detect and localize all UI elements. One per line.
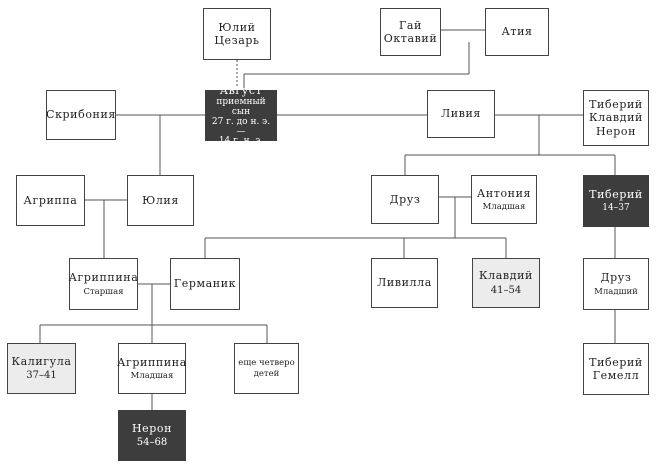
person-name: Атия (501, 25, 533, 39)
person-tiberius: Тиберий 14–37 (583, 175, 649, 227)
person-agrippina-elder: Агриппина Старшая (69, 258, 138, 310)
person-note: Младший (594, 286, 638, 297)
person-name: Агриппа (23, 193, 78, 207)
person-name: Германик (173, 277, 237, 291)
person-nero: Нерон 54–68 (118, 410, 186, 461)
person-drusus-younger: Друз Младший (583, 258, 649, 310)
person-name: Ливилла (377, 276, 432, 290)
person-augustus: Август приемный сын 27 г. до н. э. — 14 … (205, 84, 277, 146)
person-name: Гай Октавий (383, 18, 438, 45)
person-four-more-children: еще четверо детей (234, 343, 299, 394)
person-note: приемный сын 27 г. до н. э. — 14 г. н. э… (211, 96, 271, 147)
person-name: Друз (389, 192, 421, 206)
person-agrippa: Агриппа (16, 175, 85, 226)
person-reign: 37–41 (26, 370, 57, 382)
person-name: Юлий Цезарь (214, 20, 260, 47)
person-antonia-minor: Антония Младшая (471, 175, 537, 224)
person-name: Антония (476, 186, 532, 200)
person-name: Ливия (441, 107, 481, 121)
person-name: Юлия (142, 193, 179, 207)
person-name: Скрибония (46, 108, 116, 122)
person-atia: Атия (485, 8, 549, 56)
person-julia: Юлия (127, 175, 194, 226)
person-reign: 14–37 (602, 203, 630, 214)
person-name: Агриппина (117, 355, 187, 369)
person-name: Тиберий (589, 188, 643, 201)
person-name: Нерон (131, 421, 173, 435)
person-reign: 41–54 (490, 284, 522, 296)
person-name: Тиберий Гемелл (589, 355, 643, 382)
person-note: Младшая (482, 202, 526, 212)
person-drusus: Друз (371, 175, 439, 224)
person-claudius: Клавдий 41–54 (472, 258, 540, 308)
person-tiberius-claudius-nero: Тиберий Клавдий Нерон (583, 90, 649, 146)
person-gaius-octavius: Гай Октавий (380, 8, 441, 56)
person-julius-caesar: Юлий Цезарь (203, 8, 271, 60)
person-note: еще четверо детей (238, 358, 295, 379)
person-note: Старшая (83, 286, 124, 297)
person-name: Август (219, 83, 263, 97)
person-note: Младшая (130, 371, 174, 381)
person-scribonia: Скрибония (46, 90, 116, 140)
person-name: Тиберий Клавдий Нерон (589, 98, 643, 138)
person-germanicus: Германик (170, 258, 240, 310)
person-name: Калигула (11, 354, 72, 368)
person-livilla: Ливилла (371, 258, 438, 308)
person-name: Клавдий (479, 269, 533, 283)
person-tiberius-gemellus: Тиберий Гемелл (583, 343, 649, 395)
person-reign: 54–68 (136, 437, 168, 449)
person-agrippina-younger: Агриппина Младшая (117, 343, 187, 394)
person-caligula: Калигула 37–41 (7, 343, 76, 394)
person-name: Друз (600, 271, 632, 285)
person-livia: Ливия (427, 90, 495, 138)
person-name: Агриппина (68, 271, 139, 285)
